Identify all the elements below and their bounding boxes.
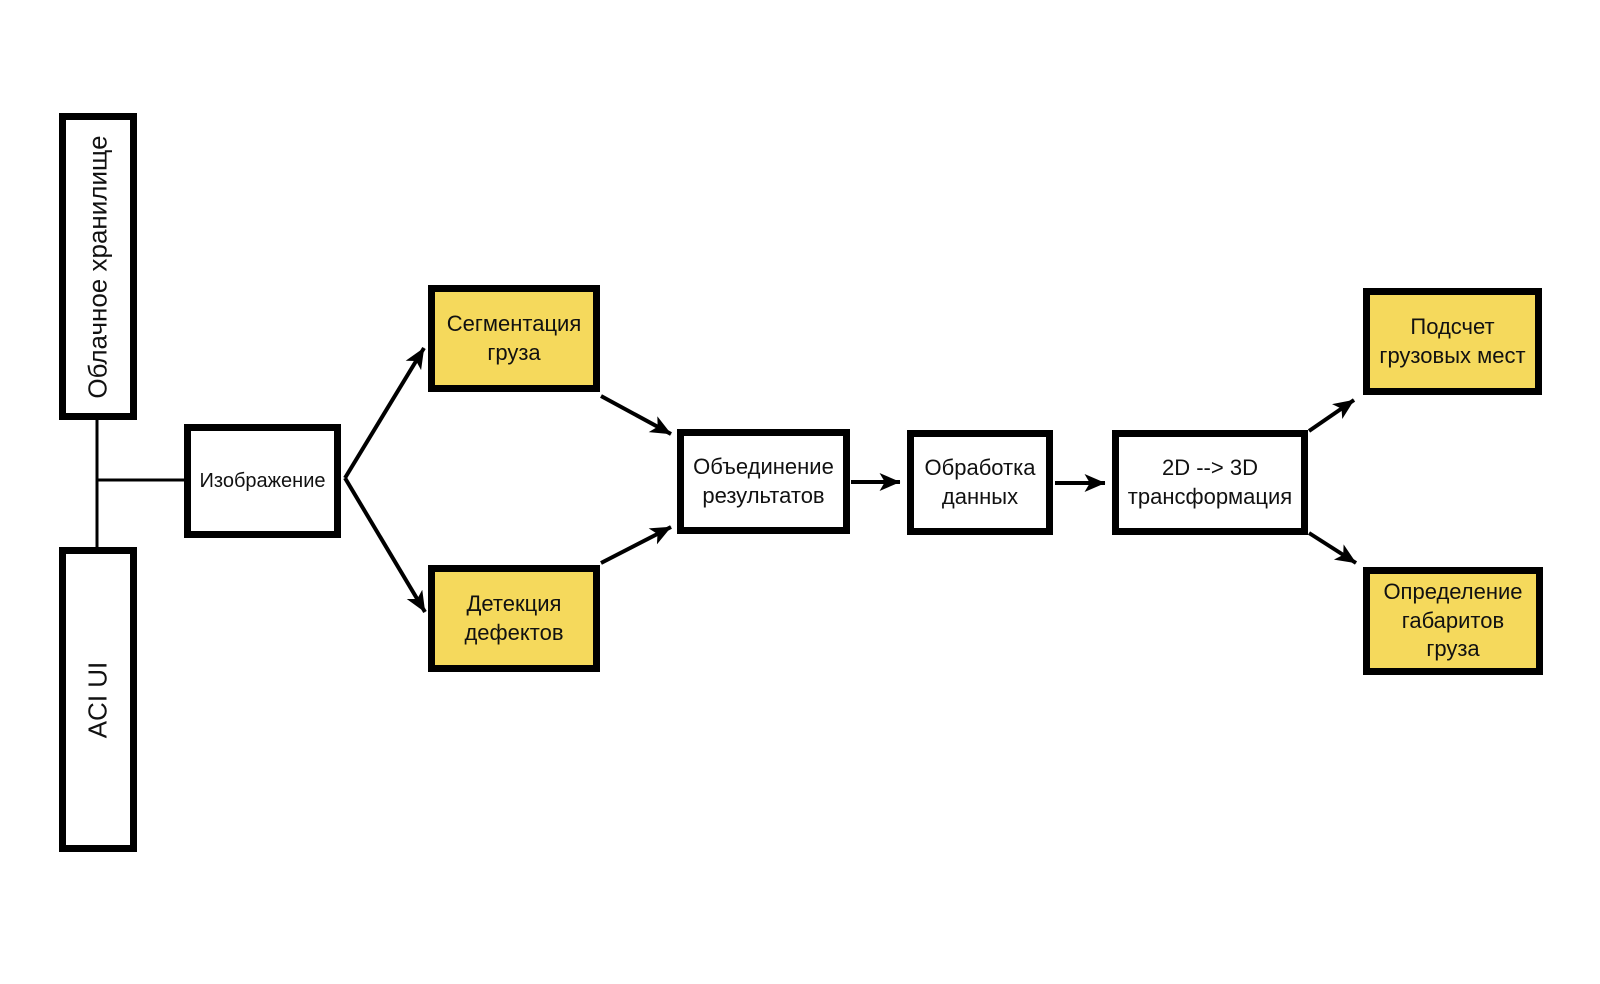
node-segmentation-label: Сегментация груза xyxy=(446,310,582,365)
edge-transform-to-cargo-count xyxy=(1307,398,1356,433)
edge-transform-to-cargo-dimensions xyxy=(1307,531,1358,565)
node-defect-detection-label: Детекция дефектов xyxy=(464,590,564,645)
node-cargo-count: Подсчет грузовых мест xyxy=(1363,288,1542,395)
node-data-processing-label: Обработка данных xyxy=(924,454,1036,509)
edge-image-to-segmentation xyxy=(343,346,426,480)
node-cloud-storage: Облачное хранилище xyxy=(59,113,137,420)
edge-defect-detection-to-merge-results xyxy=(600,525,672,565)
node-segmentation: Сегментация груза xyxy=(428,285,600,392)
node-cloud-storage-label: Облачное хранилище xyxy=(82,134,113,399)
node-defect-detection: Детекция дефектов xyxy=(428,565,600,672)
node-cargo-dimensions-label: Определение габаритов груза xyxy=(1383,579,1523,662)
node-cargo-count-label: Подсчет грузовых мест xyxy=(1379,313,1526,368)
node-merge-results-label: Объединение результатов xyxy=(693,453,834,508)
node-data-processing: Обработка данных xyxy=(907,430,1053,535)
edge-segmentation-to-merge-results xyxy=(600,394,672,436)
node-cargo-dimensions: Определение габаритов груза xyxy=(1363,567,1543,675)
node-image-label: Изображение xyxy=(199,470,326,492)
node-merge-results: Объединение результатов xyxy=(677,429,850,534)
node-image: Изображение xyxy=(184,424,341,538)
node-transform-2d-3d: 2D --> 3D трансформация xyxy=(1112,430,1308,535)
node-aci-ui: ACI UI xyxy=(59,547,137,852)
node-transform-2d-3d-label: 2D --> 3D трансформация xyxy=(1127,454,1293,509)
node-aci-ui-label: ACI UI xyxy=(82,661,113,738)
edge-image-to-defect-detection xyxy=(343,476,427,614)
